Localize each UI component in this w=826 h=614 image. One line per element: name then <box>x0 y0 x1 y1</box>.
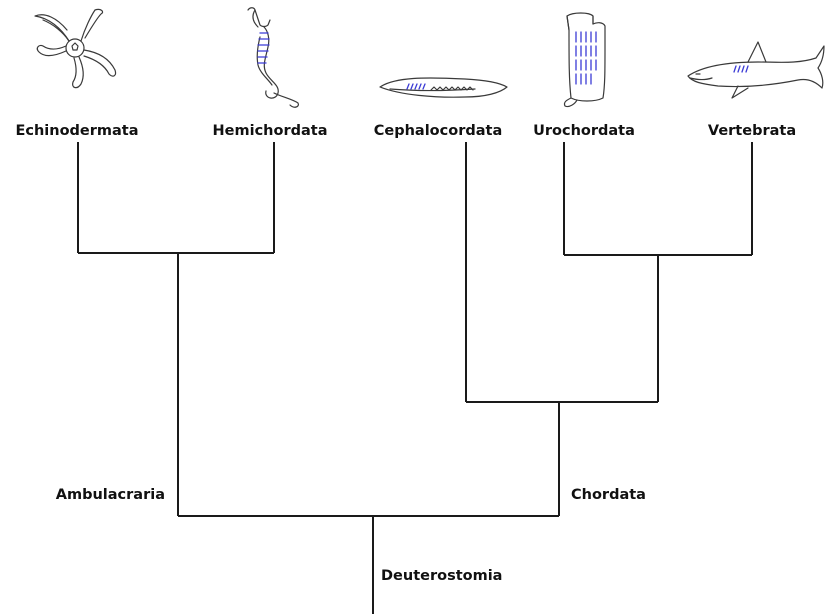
taxon-label-hemichordata: Hemichordata <box>213 123 328 139</box>
taxon-label-vertebrata: Vertebrata <box>708 123 796 139</box>
taxon-label-cephalocordata: Cephalocordata <box>374 123 502 139</box>
shark-icon <box>688 42 824 98</box>
clade-label-ambulacraria: Ambulacraria <box>56 487 165 503</box>
lancelet-icon <box>380 78 507 97</box>
tunicate-icon <box>564 13 605 107</box>
clade-labels: Ambulacraria Chordata Deuterostomia <box>56 487 646 584</box>
taxon-label-urochordata: Urochordata <box>533 123 635 139</box>
taxon-labels: Echinodermata Hemichordata Cephalocordat… <box>15 123 796 139</box>
clade-label-chordata: Chordata <box>571 487 646 503</box>
acorn-worm-icon <box>248 8 298 107</box>
starfish-icon <box>35 9 116 87</box>
clade-label-deuterostomia: Deuterostomia <box>381 568 502 584</box>
taxon-label-echinodermata: Echinodermata <box>15 123 138 139</box>
tree-branches <box>78 142 752 614</box>
